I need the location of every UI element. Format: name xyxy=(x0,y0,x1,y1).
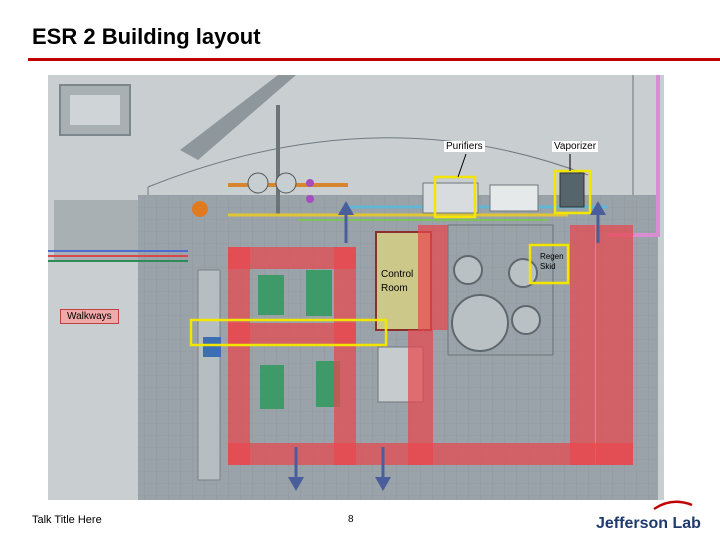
title-divider xyxy=(28,58,720,61)
egress-arrows xyxy=(288,201,606,491)
page-number: 8 xyxy=(348,514,354,525)
jefferson-lab-logo: Jefferson Lab xyxy=(592,497,712,537)
regen-skid-label: Regen Skid xyxy=(540,252,564,271)
control-room-label: Control Room xyxy=(381,269,414,294)
roof-beam xyxy=(180,75,296,160)
slide-title: ESR 2 Building layout xyxy=(32,24,261,49)
talk-title: Talk Title Here xyxy=(32,514,102,526)
vaporizer-box xyxy=(553,169,592,215)
walkways-label: Walkways xyxy=(60,309,119,324)
logo-text: Jefferson Lab xyxy=(596,515,701,532)
purifiers-box xyxy=(433,175,477,219)
vaporizer-label: Vaporizer xyxy=(552,141,599,152)
regen-skid-box xyxy=(528,243,570,285)
purifiers-label: Purifiers xyxy=(444,141,485,152)
walkways xyxy=(228,225,633,465)
walkway-highlight-box xyxy=(189,318,388,347)
building-layout-diagram xyxy=(48,75,664,500)
